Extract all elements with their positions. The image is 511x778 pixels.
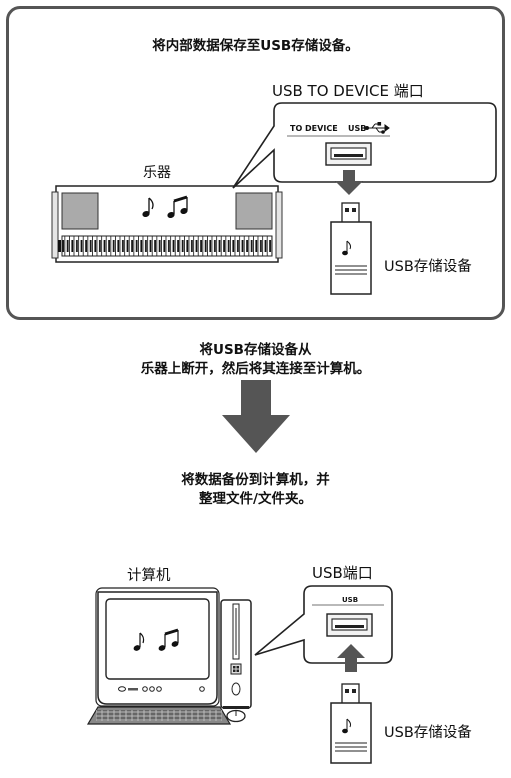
bottom-panel-title-line-1: 将数据备份到计算机，并 bbox=[181, 472, 330, 488]
svg-text:TO DEVICE: TO DEVICE bbox=[290, 124, 338, 133]
usb-to-device-port-callout: TO DEVICE USB bbox=[232, 102, 497, 189]
usb-symbol-icon bbox=[365, 122, 390, 134]
arrow-down-icon bbox=[335, 170, 363, 195]
instrument-label: 乐器 bbox=[143, 165, 171, 181]
top-panel-title: 将内部数据保存至USB存储设备。 bbox=[152, 38, 359, 54]
usb-to-device-port-label: USB TO DEVICE 端口 bbox=[272, 82, 424, 100]
bottom-panel-title-line-2: 整理文件/文件夹。 bbox=[199, 491, 312, 507]
arrow-up-icon bbox=[337, 644, 365, 672]
bottom-usb-storage-label: USB存储设备 bbox=[384, 725, 472, 741]
usb-flash-drive-icon bbox=[330, 202, 372, 295]
top-usb-storage-label: USB存储设备 bbox=[384, 259, 472, 275]
usb-port-icon bbox=[325, 142, 372, 166]
computer-label: 计算机 bbox=[127, 568, 171, 584]
svg-text:USB: USB bbox=[342, 596, 358, 604]
music-note-icon bbox=[142, 197, 154, 218]
keyboard-instrument-icon bbox=[51, 185, 283, 263]
bottom-usb-flash-drive-icon bbox=[330, 683, 372, 764]
instruction-line-2: 乐器上断开，然后将其连接至计算机。 bbox=[140, 361, 371, 377]
usb-port-callout: USB bbox=[254, 585, 393, 664]
computer-icon bbox=[86, 587, 252, 725]
computer-usb-port-icon bbox=[326, 613, 373, 637]
beamed-notes-icon bbox=[167, 195, 188, 219]
big-arrow-down-icon bbox=[222, 380, 290, 453]
usb-port-label: USB端口 bbox=[312, 564, 373, 582]
svg-text:USB: USB bbox=[348, 124, 366, 133]
instruction-line-1: 将USB存储设备从 bbox=[199, 342, 312, 358]
